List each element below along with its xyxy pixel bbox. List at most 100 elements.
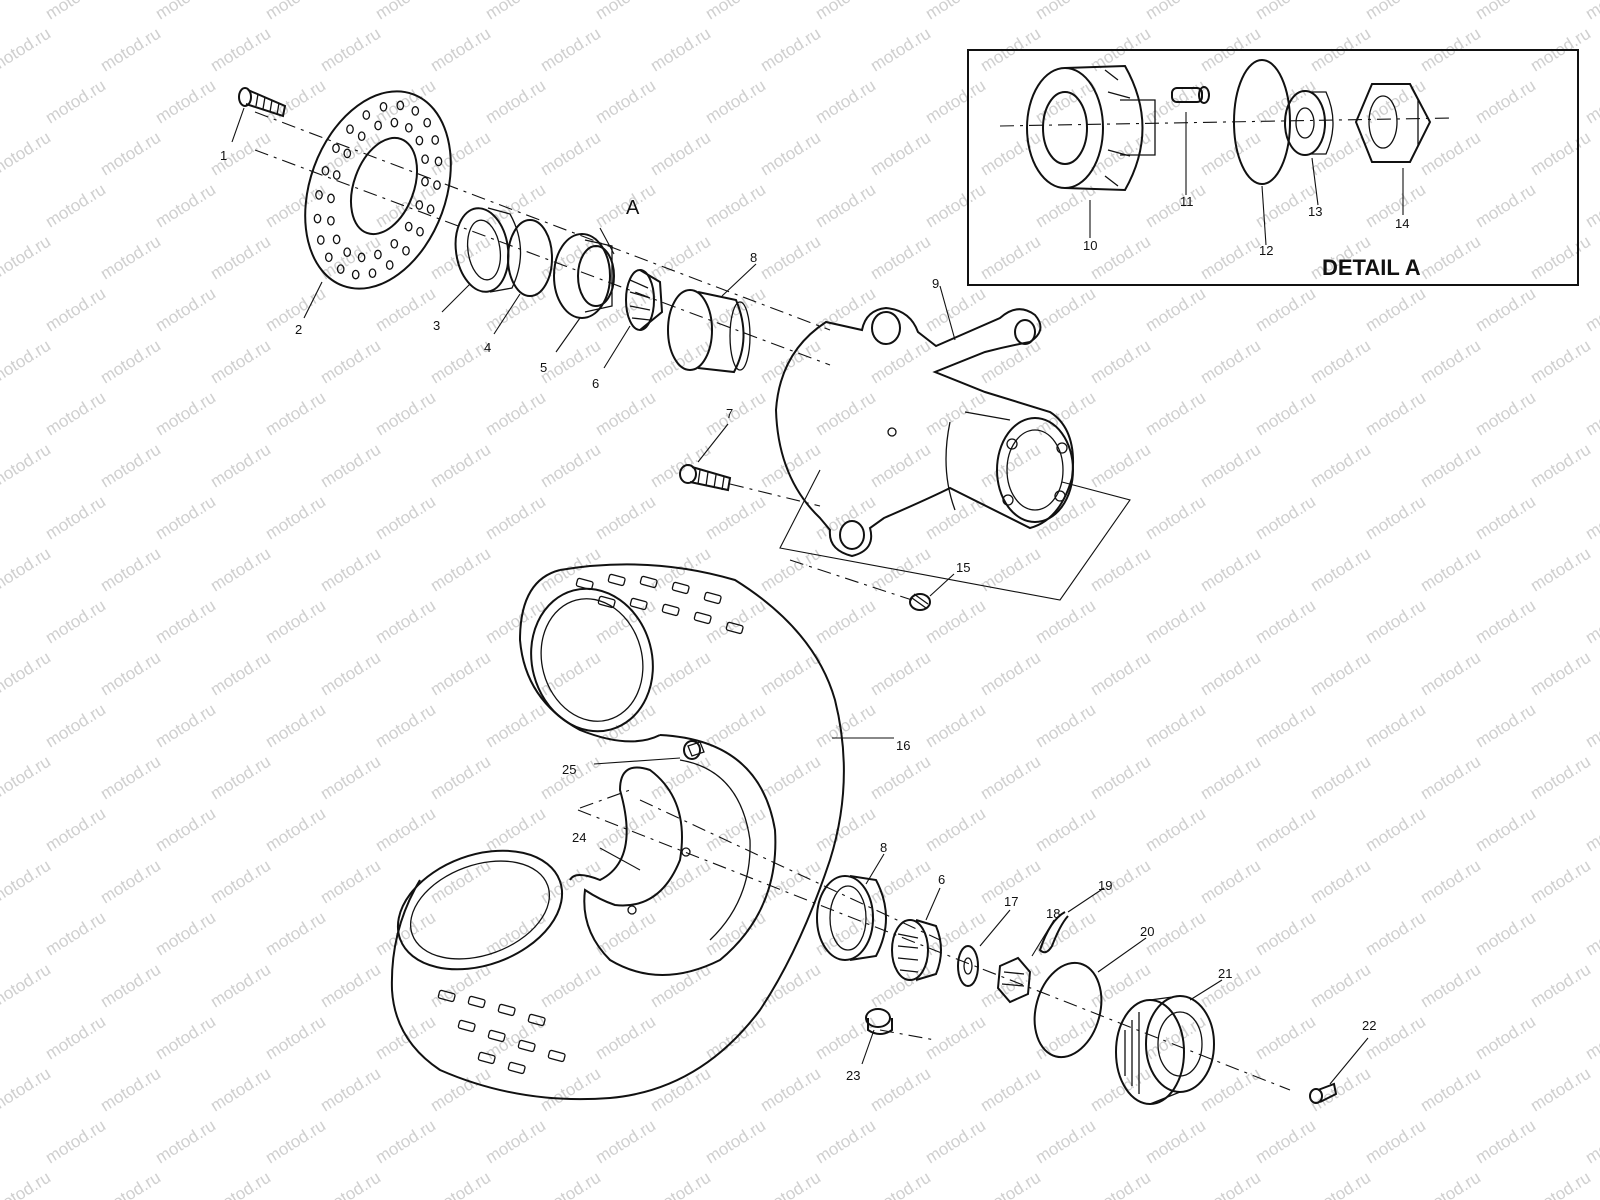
watermark-text: motod.ru	[867, 544, 934, 596]
watermark-text: motod.ru	[1582, 492, 1600, 544]
tread-block	[703, 591, 722, 605]
disc-hole	[327, 215, 335, 226]
part-25-valve	[687, 741, 705, 757]
watermark-text: motod.ru	[42, 284, 109, 336]
watermark-text: motod.ru	[592, 0, 659, 23]
label-5: 5	[540, 360, 547, 375]
watermark-text: motod.ru	[757, 440, 824, 492]
watermark-text: motod.ru	[482, 804, 549, 856]
watermark-text: motod.ru	[97, 544, 164, 596]
watermark-text: motod.ru	[152, 596, 219, 648]
watermark-text: motod.ru	[42, 596, 109, 648]
watermark-text: motod.ru	[482, 388, 549, 440]
watermark-text: motod.ru	[1472, 180, 1539, 232]
watermark-text: motod.ru	[647, 1064, 714, 1116]
watermark-text: motod.ru	[537, 1064, 604, 1116]
label-22: 22	[1362, 1018, 1376, 1033]
watermark-text: motod.ru	[592, 492, 659, 544]
watermark-text: motod.ru	[262, 180, 329, 232]
tread-block	[607, 573, 626, 587]
watermark-text: motod.ru	[537, 960, 604, 1012]
watermark-text: motod.ru	[812, 1116, 879, 1168]
watermark-text: motod.ru	[1417, 336, 1484, 388]
watermark-text: motod.ru	[152, 0, 219, 23]
tread-block	[467, 995, 486, 1009]
tread-block	[629, 597, 648, 611]
watermark-text: motod.ru	[537, 544, 604, 596]
watermark-text: motod.ru	[97, 128, 164, 180]
watermark-text: motod.ru	[812, 804, 879, 856]
watermark-text: motod.ru	[1472, 908, 1539, 960]
part-15-grease-fitting	[909, 593, 931, 611]
watermark-text: motod.ru	[977, 648, 1044, 700]
watermark-text: motod.ru	[152, 804, 219, 856]
part-16-tire	[390, 563, 845, 1101]
disc-hole	[374, 249, 382, 260]
watermark-text: motod.ru	[647, 544, 714, 596]
watermark-text: motod.ru	[482, 700, 549, 752]
tread-block	[597, 595, 616, 609]
watermark-text: motod.ru	[1197, 752, 1264, 804]
watermark-text: motod.ru	[1087, 1064, 1154, 1116]
watermark-text: motod.ru	[42, 1116, 109, 1168]
watermark-text: motod.ru	[1087, 336, 1154, 388]
watermark-text: motod.ru	[1472, 1116, 1539, 1168]
disc-hole	[390, 117, 399, 128]
watermark-text: motod.ru	[1362, 596, 1429, 648]
watermark-text: motod.ru	[1527, 440, 1594, 492]
watermark-text: motod.ru	[1362, 1116, 1429, 1168]
watermark-text: motod.ru	[977, 752, 1044, 804]
watermark-text: motod.ru	[42, 76, 109, 128]
part-5-bearing-carrier	[553, 233, 615, 319]
watermark-text: motod.ru	[1417, 544, 1484, 596]
watermark-text: motod.ru	[372, 700, 439, 752]
watermark-text: motod.ru	[537, 648, 604, 700]
tread-block	[457, 1019, 476, 1033]
watermark-text: motod.ru	[482, 0, 549, 23]
watermark-text: motod.ru	[702, 180, 769, 232]
watermark-text: motod.ru	[1087, 544, 1154, 596]
watermark-text: motod.ru	[97, 336, 164, 388]
watermark-text: motod.ru	[97, 1064, 164, 1116]
watermark-text: motod.ru	[757, 336, 824, 388]
watermark-text: motod.ru	[207, 440, 274, 492]
watermark-text: motod.ru	[1087, 648, 1154, 700]
watermark-text: motod.ru	[262, 596, 329, 648]
watermark-text: motod.ru	[0, 960, 54, 1012]
watermark-text: motod.ru	[977, 960, 1044, 1012]
watermark-text: motod.ru	[0, 128, 54, 180]
tread-block	[547, 1049, 566, 1063]
watermark-text: motod.ru	[922, 908, 989, 960]
watermark-text: motod.ru	[42, 908, 109, 960]
watermark-text: motod.ru	[1527, 544, 1594, 596]
watermark-text: motod.ru	[1417, 440, 1484, 492]
watermark-text: motod.ru	[427, 232, 494, 284]
watermark-text: motod.ru	[1252, 492, 1319, 544]
watermark-text: motod.ru	[1307, 960, 1374, 1012]
part-4-retaining-ring	[507, 219, 553, 297]
tread-block	[527, 1013, 546, 1027]
watermark-text: motod.ru	[702, 0, 769, 23]
watermark-text: motod.ru	[262, 1116, 329, 1168]
label-24: 24	[572, 830, 586, 845]
tread-block	[487, 1029, 506, 1043]
part-6-bearing-lower	[891, 919, 942, 981]
watermark-text: motod.ru	[647, 648, 714, 700]
watermark-text: motod.ru	[1087, 440, 1154, 492]
watermark-text: motod.ru	[1417, 856, 1484, 908]
watermark-text: motod.ru	[1142, 1116, 1209, 1168]
label-13: 13	[1308, 204, 1322, 219]
part-18-castle-nut	[996, 956, 1032, 1004]
label-20: 20	[1140, 924, 1154, 939]
watermark-text: motod.ru	[1307, 1168, 1374, 1200]
detail-a-frame	[967, 49, 1579, 286]
watermark-text: motod.ru	[427, 128, 494, 180]
part-10-drive-hub	[1026, 64, 1156, 192]
watermark-text: motod.ru	[812, 76, 879, 128]
label-4: 4	[484, 340, 491, 355]
watermark-text: motod.ru	[1032, 1012, 1099, 1064]
watermark-text: motod.ru	[317, 960, 384, 1012]
watermark-text: motod.ru	[207, 1064, 274, 1116]
watermark-text: motod.ru	[922, 388, 989, 440]
